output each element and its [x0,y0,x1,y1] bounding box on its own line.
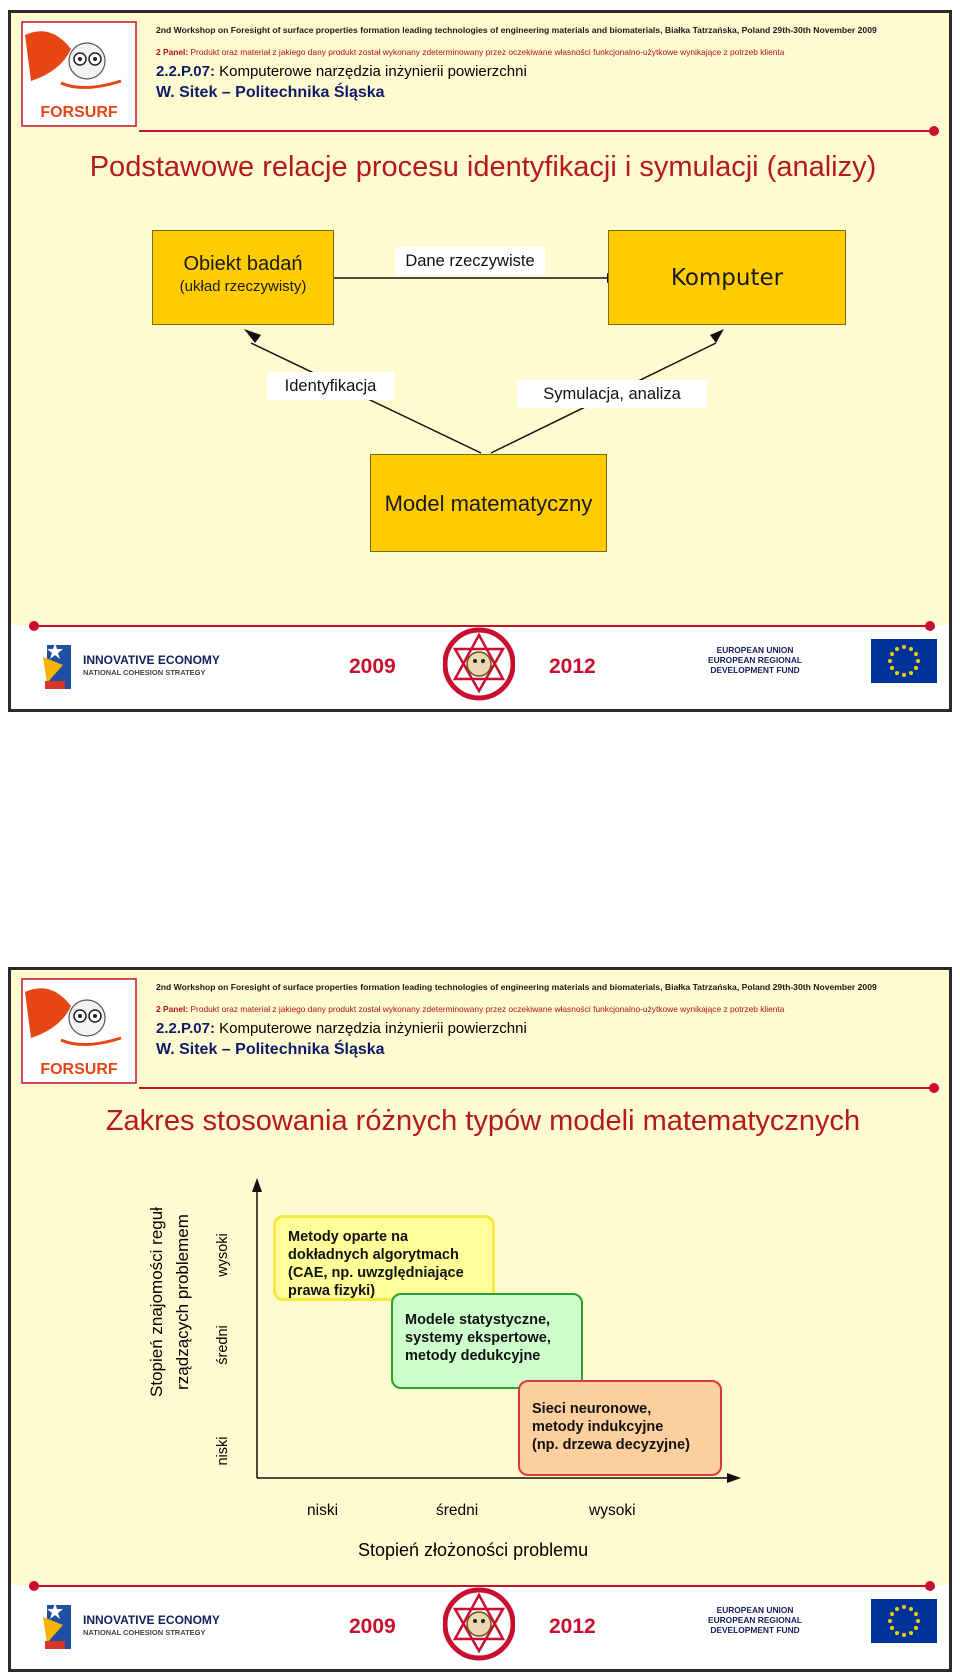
footer: INNOVATIVE ECONOMY NATIONAL COHESION STR… [11,621,949,709]
box-exact-algorithms-line-3: (CAE, np. uwzględniające [288,1265,464,1281]
workshop-title: 2nd Workshop on Foresight of surface pro… [156,25,877,35]
ie-subtitle: NATIONAL COHESION STRATEGY [83,1628,206,1637]
ie-title: INNOVATIVE ECONOMY [83,653,220,667]
code-title: Komputerowe narzędzia inżynierii powierz… [219,1020,527,1037]
box-research-object: Obiekt badań (układ rzeczywisty) [152,230,334,325]
box-computer: Komputer [608,230,846,325]
year-start: 2009 [349,655,396,678]
label-identification: Identyfikacja [267,372,394,400]
eu-flag-icon [871,639,937,683]
footer-dot-left [29,621,39,631]
author: W. Sitek – Politechnika Śląska [156,1041,385,1058]
y-axis-title-line-2: rządzących problemem [173,1214,192,1390]
box-statistical-models: Modele statystyczne, systemy ekspertowe,… [391,1293,583,1389]
panel-label: 2 Panel: [156,47,189,57]
workshop-title: 2nd Workshop on Foresight of surface pro… [156,982,877,992]
footer-dot-right [925,621,935,631]
logo-text: FORSURF [40,1061,118,1078]
eu-line-3: DEVELOPMENT FUND [710,1625,800,1635]
y-level-medium: średni [215,1325,231,1365]
arrow-head-computer [710,329,724,343]
eu-line-2: EUROPEAN REGIONAL [708,1615,802,1625]
y-axis-arrowhead [252,1178,262,1192]
y-axis-title-line-1: Stopień znajomości reguł [147,1207,166,1397]
x-level-high: wysoki [589,1502,636,1519]
header-divider-dot [929,1083,939,1093]
y-level-low: niski [215,1436,231,1466]
panel-text: Produkt oraz materiał z jakiego dany pro… [190,47,785,57]
panel-text: Produkt oraz materiał z jakiego dany pro… [190,1004,785,1014]
x-axis-arrowhead [727,1473,741,1483]
eu-line-2: EUROPEAN REGIONAL [708,655,802,665]
code-title: Komputerowe narzędzia inżynierii powierz… [219,63,527,80]
code: 2.2.P.07: [156,1020,215,1037]
panel-label: 2 Panel: [156,1004,189,1014]
footer-dot-left [29,1581,39,1591]
code: 2.2.P.07: [156,63,215,80]
x-level-medium: średni [436,1502,479,1519]
eu-caption: EUROPEAN UNION EUROPEAN REGIONAL DEVELOP… [708,1605,802,1635]
box-statistical-models-line-2: systemy ekspertowe, [405,1330,551,1346]
box-exact-algorithms-line-1: Metody oparte na [288,1229,409,1245]
slide-2: FORSURF 2nd Workshop on Foresight of sur… [8,967,952,1672]
model-range-axes [252,1178,741,1483]
forsurf-logo: FORSURF [21,21,137,127]
emblem-icon [443,1587,515,1661]
footer-divider [29,1585,935,1587]
eu-caption: EUROPEAN UNION EUROPEAN REGIONAL DEVELOP… [708,645,802,675]
box-neural-networks: Sieci neuronowe, metody indukcyjne (np. … [518,1380,722,1476]
innovative-economy-icon [43,1603,71,1649]
logo-text: FORSURF [40,104,118,121]
box-neural-networks-line-3: (np. drzewa decyzyjne) [532,1437,690,1453]
slide-title: Podstawowe relacje procesu identyfikacji… [89,151,877,183]
box-neural-networks-line-2: metody indukcyjne [532,1419,664,1435]
forsurf-logo: FORSURF [21,978,137,1084]
header-divider-dot [929,126,939,136]
panel-line: 2 Panel: Produkt oraz materiał z jakiego… [156,1004,784,1014]
label-real-data: Dane rzeczywiste [395,247,545,275]
box-math-model: Model matematyczny [370,454,607,552]
footer-dot-right [925,1581,935,1591]
eu-line-1: EUROPEAN UNION [716,645,794,655]
x-level-low: niski [307,1502,339,1519]
eu-line-3: DEVELOPMENT FUND [710,665,800,675]
innovative-economy-icon [43,643,71,689]
panel-line: 2 Panel: Produkt oraz materiał z jakiego… [156,47,784,57]
box-exact-algorithms: Metody oparte na dokładnych algorytmach … [273,1215,495,1301]
header-divider [139,130,939,132]
label-simulation: Symulacja, analiza [517,380,707,408]
arrow-head-object [244,329,261,343]
box-research-object-sub: (układ rzeczywisty) [179,278,307,295]
footer: INNOVATIVE ECONOMY NATIONAL COHESION STR… [11,1581,949,1669]
slide-1: FORSURF 2nd Workshop on Foresight of sur… [8,10,952,712]
y-level-high: wysoki [215,1233,231,1277]
eu-flag-icon [871,1599,937,1643]
x-axis-title: Stopień złożoności problemu [358,1540,589,1560]
header-divider [139,1087,939,1089]
eu-line-1: EUROPEAN UNION [716,1605,794,1615]
box-research-object-title: Obiekt badań [183,253,303,275]
box-neural-networks-line-1: Sieci neuronowe, [532,1401,652,1417]
code-line: 2.2.P.07: Komputerowe narzędzia inżynier… [156,63,527,80]
slide-title: Zakres stosowania różnych typów modeli m… [105,1105,861,1137]
box-exact-algorithms-line-2: dokładnych algorytmach [288,1247,459,1263]
author: W. Sitek – Politechnika Śląska [156,84,385,101]
year-end: 2012 [549,655,596,678]
box-statistical-models-line-1: Modele statystyczne, [405,1312,551,1328]
box-exact-algorithms-line-4: prawa fizyki) [288,1283,376,1299]
ie-subtitle: NATIONAL COHESION STRATEGY [83,668,206,677]
emblem-icon [443,627,515,701]
year-end: 2012 [549,1615,596,1638]
footer-divider [29,625,935,627]
box-statistical-models-line-3: metody dedukcyjne [405,1348,541,1364]
year-start: 2009 [349,1615,396,1638]
ie-title: INNOVATIVE ECONOMY [83,1613,220,1627]
code-line: 2.2.P.07: Komputerowe narzędzia inżynier… [156,1020,527,1037]
